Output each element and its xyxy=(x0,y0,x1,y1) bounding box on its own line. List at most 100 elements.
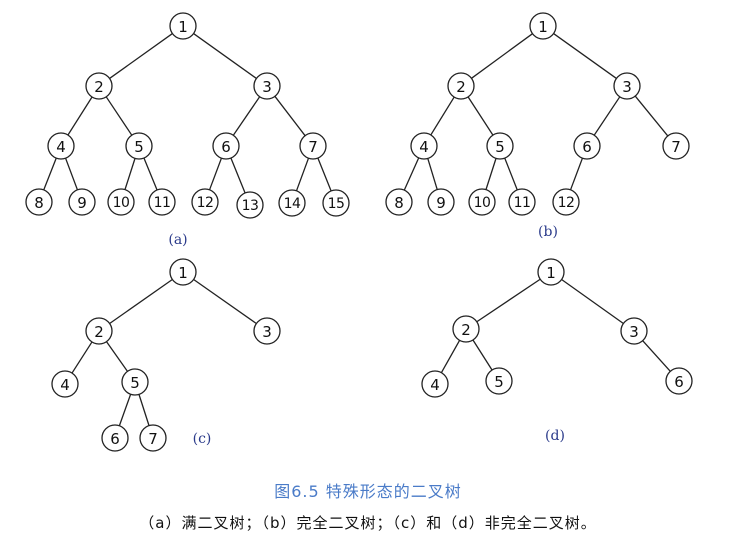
tree-node: 3 xyxy=(613,72,641,100)
node-circle xyxy=(107,188,135,216)
edge-3-7 xyxy=(274,95,306,137)
tree-node: 1 xyxy=(529,12,557,40)
edge-2-4 xyxy=(440,340,461,373)
node-circle xyxy=(421,370,449,398)
tree-node: 13 xyxy=(236,191,264,219)
node-label: 10 xyxy=(474,195,491,211)
node-label: 10 xyxy=(113,195,130,211)
figure-note: （a）满二叉树；（b）完全二叉树；（c）和（d）非完全二叉树。 xyxy=(139,514,597,532)
edge-5-10 xyxy=(124,158,136,190)
tree-node: 9 xyxy=(427,188,455,216)
panel-label-b: (b) xyxy=(538,224,558,240)
tree-node: 3 xyxy=(253,317,281,345)
edge-4-8 xyxy=(403,157,420,191)
node-circle xyxy=(169,12,197,40)
node-label: 12 xyxy=(558,195,575,211)
tree-node: 5 xyxy=(486,132,514,160)
node-label: 11 xyxy=(514,195,531,211)
panel-label-a: (a) xyxy=(168,232,187,248)
tree-node: 12 xyxy=(552,188,580,216)
tree-node: 2 xyxy=(447,72,475,100)
edge-5-10 xyxy=(485,158,497,190)
node-circle xyxy=(620,317,648,345)
node-label: 6 xyxy=(110,430,120,448)
edge-5-11 xyxy=(504,157,518,191)
node-circle xyxy=(139,424,167,452)
tree-node: 8 xyxy=(25,188,53,216)
node-label: 1 xyxy=(546,264,556,282)
edge-2-4 xyxy=(430,96,455,136)
edge-1-2 xyxy=(109,33,173,79)
node-label: 4 xyxy=(56,138,66,156)
node-circle xyxy=(427,188,455,216)
node-label: 9 xyxy=(77,194,87,212)
node-label: 12 xyxy=(197,195,214,211)
node-label: 1 xyxy=(538,18,548,36)
tree-node: 4 xyxy=(410,132,438,160)
edge-5-11 xyxy=(143,157,158,191)
edge-6-12 xyxy=(569,157,584,191)
node-circle xyxy=(662,132,690,160)
tree-node: 4 xyxy=(47,132,75,160)
node-label: 2 xyxy=(456,78,466,96)
edge-1-2 xyxy=(476,278,541,323)
tree-node: 4 xyxy=(51,370,79,398)
tree-node: 1 xyxy=(169,258,197,286)
tree-node: 14 xyxy=(278,189,306,217)
node-label: 4 xyxy=(419,138,429,156)
tree-node: 2 xyxy=(85,317,113,345)
node-label: 6 xyxy=(582,138,592,156)
node-circle xyxy=(299,132,327,160)
tree-node: 3 xyxy=(620,317,648,345)
node-label: 8 xyxy=(394,194,404,212)
edge-2-5 xyxy=(472,339,493,371)
tree-node: 7 xyxy=(662,132,690,160)
edge-7-15 xyxy=(317,157,332,192)
node-label: 7 xyxy=(308,138,318,156)
node-label: 5 xyxy=(134,138,144,156)
tree-node: 11 xyxy=(148,188,176,216)
node-circle xyxy=(508,188,536,216)
panel-label-d: (d) xyxy=(545,428,565,444)
node-circle xyxy=(121,368,149,396)
node-circle xyxy=(68,188,96,216)
node-circle xyxy=(452,315,480,343)
node-circle xyxy=(148,188,176,216)
node-label: 2 xyxy=(94,78,104,96)
tree-node: 15 xyxy=(322,189,350,217)
edge-2-5 xyxy=(105,341,129,372)
edge-1-3 xyxy=(561,279,624,324)
panel-label-c: (c) xyxy=(193,431,212,447)
node-circle xyxy=(47,132,75,160)
edge-2-5 xyxy=(105,96,133,136)
tree-node: 7 xyxy=(299,132,327,160)
node-label: 3 xyxy=(629,323,639,341)
tree-node: 10 xyxy=(468,188,496,216)
node-circle xyxy=(552,188,580,216)
node-circle xyxy=(468,188,496,216)
node-circle xyxy=(410,132,438,160)
node-circle xyxy=(278,189,306,217)
node-label: 6 xyxy=(674,373,684,391)
edge-1-3 xyxy=(193,278,257,325)
edge-2-4 xyxy=(67,96,93,136)
node-label: 1 xyxy=(178,18,188,36)
node-circle xyxy=(125,132,153,160)
tree-node: 5 xyxy=(485,367,513,395)
tree-node: 4 xyxy=(421,370,449,398)
edge-5-7 xyxy=(138,394,150,426)
node-circle xyxy=(529,12,557,40)
node-circle xyxy=(101,424,129,452)
edge-6-13 xyxy=(230,157,246,194)
edge-4-8 xyxy=(43,157,57,191)
tree-node: 3 xyxy=(253,72,281,100)
node-label: 5 xyxy=(495,138,505,156)
tree-node: 6 xyxy=(665,367,693,395)
tree-node: 11 xyxy=(508,188,536,216)
edge-2-4 xyxy=(71,341,93,374)
node-circle xyxy=(25,188,53,216)
